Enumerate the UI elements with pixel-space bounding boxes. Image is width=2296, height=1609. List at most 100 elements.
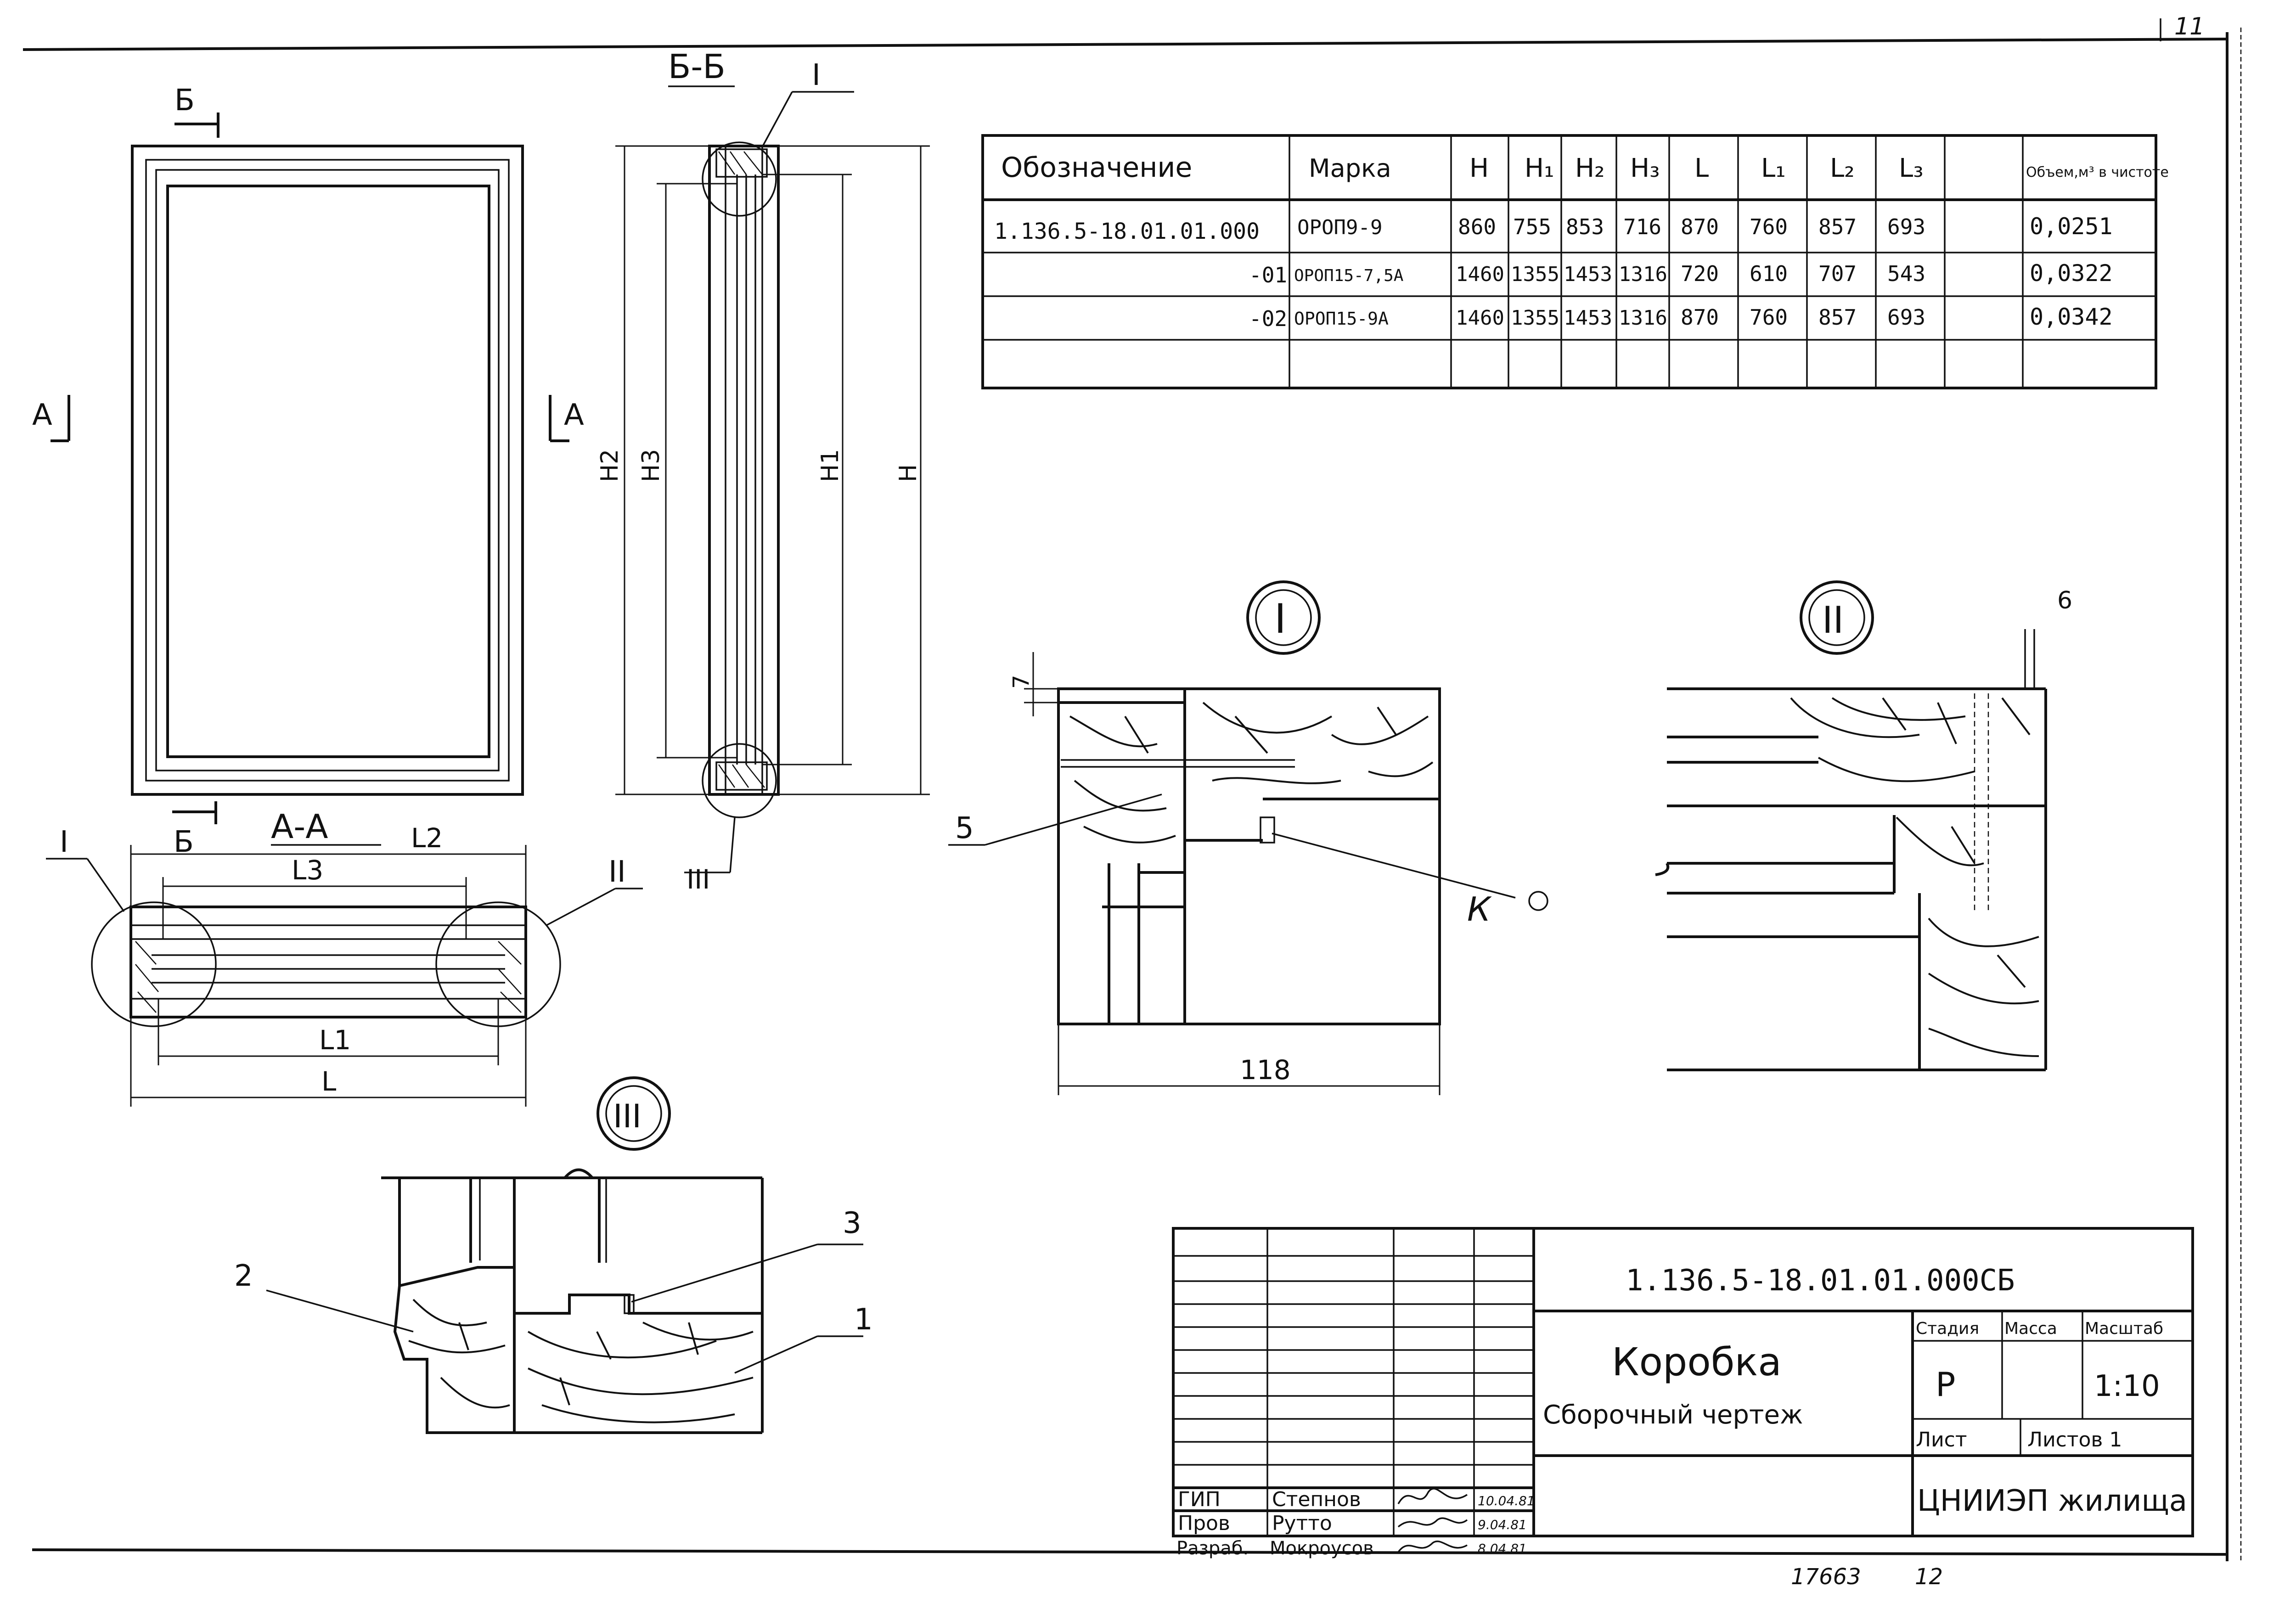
td-r1-l3: 693	[1887, 214, 1925, 239]
dim-h1-label: H1	[816, 449, 844, 482]
section-bb: Б-Б I III H2 H3 H1	[596, 47, 930, 895]
dim-l-label: L	[321, 1066, 336, 1097]
dim-7-label: 7	[1008, 675, 1034, 689]
stage-value: Р	[1936, 1365, 1955, 1404]
role-razrab: Разраб.	[1176, 1538, 1249, 1559]
sheet-label: Лист	[1916, 1428, 1967, 1451]
td-r1-h: 860	[1458, 214, 1496, 239]
th-h1: H₁	[1525, 153, 1554, 183]
frame-bottom	[32, 1548, 2228, 1556]
title-block: ГИП Степнов 10.04.81 Пров Рутто 9.04.81 …	[1172, 1227, 2194, 1559]
dim-l1-label: L1	[319, 1024, 351, 1056]
td-r3-volume: 0,0342	[2030, 304, 2113, 330]
role-prov: Пров	[1178, 1512, 1230, 1535]
dim-6-label: 6	[2057, 587, 2072, 614]
callout-k: К	[1467, 890, 1492, 928]
dim-h2-label: H2	[596, 449, 624, 482]
name-prov: Рутто	[1272, 1512, 1332, 1535]
callout-3: 3	[843, 1206, 861, 1240]
td-r2-l3: 543	[1887, 261, 1925, 286]
td-r2-l: 720	[1681, 261, 1719, 286]
th-h2: H₂	[1575, 153, 1605, 183]
td-r1-h1: 755	[1513, 214, 1551, 239]
td-r3-h3: 1316	[1619, 306, 1667, 330]
td-r1-designation: 1.136.5-18.01.01.000	[994, 219, 1260, 244]
detail-iii: III 2 3 1	[234, 1076, 873, 1434]
dim-h3-label: H3	[637, 449, 665, 482]
detail-i: I 118 7 5 К	[948, 580, 1548, 1095]
organization: ЦНИИЭП жилища	[1917, 1484, 2187, 1518]
th-designation: Обозначение	[1001, 152, 1192, 184]
sheets-label: Листов 1	[2027, 1428, 2122, 1451]
td-r3-l2: 857	[1818, 305, 1857, 330]
th-l3: L₃	[1899, 153, 1924, 183]
date-prov: 9.04.81	[1478, 1517, 1527, 1532]
th-l1: L₁	[1761, 153, 1786, 183]
callout-2: 2	[234, 1259, 253, 1293]
signature-gip	[1397, 1488, 1468, 1504]
front-view: Б Б А А	[32, 84, 584, 859]
detail-i-badge-label: I	[1274, 595, 1286, 642]
signature-prov	[1397, 1517, 1468, 1528]
callout-k-marker	[1528, 891, 1548, 911]
dim-118-label: 118	[1240, 1054, 1291, 1086]
td-r2-l1: 610	[1750, 261, 1788, 286]
callout-i-bb: I	[812, 58, 821, 92]
callout-ii-aa: II	[608, 855, 626, 889]
detail-circle-i	[702, 141, 777, 217]
corner-number: 11	[2174, 13, 2205, 40]
td-r3-l1: 760	[1750, 305, 1788, 330]
date-gip: 10.04.81	[1478, 1493, 1535, 1508]
frame-opening	[166, 185, 490, 758]
frame-outer	[131, 145, 524, 796]
dim-l2-label: L2	[411, 822, 443, 854]
detail-iii-badge-label: III	[613, 1097, 642, 1135]
detail-ii-badge	[1800, 580, 1874, 655]
callout-i-aa: I	[60, 825, 68, 859]
td-r2-mark: ОРОП15-7,5А	[1294, 266, 1404, 285]
td-r2-h: 1460	[1456, 263, 1504, 286]
label-a-right: А	[564, 398, 584, 432]
td-r1-l1: 760	[1750, 214, 1788, 239]
bottom-right-number: 12	[1915, 1564, 1943, 1590]
section-bb-profile	[708, 145, 780, 796]
td-r2-h1: 1355	[1511, 263, 1559, 286]
drawing-subtitle: Сборочный чертеж	[1543, 1400, 1803, 1430]
td-r3-mark: ОРОП15-9А	[1294, 309, 1389, 329]
spec-table: Обозначение Марка H H₁ H₂ H₃ L L₁ L₂ L₃ …	[981, 134, 2169, 389]
td-r3-l3: 693	[1887, 305, 1925, 330]
th-mark: Марка	[1309, 154, 1391, 183]
detail-circle-i-aa	[91, 901, 217, 1027]
role-gip: ГИП	[1178, 1488, 1221, 1511]
td-r2-l2: 707	[1818, 261, 1857, 286]
detail-i-outline	[1057, 687, 1441, 1025]
frame-top	[23, 38, 2228, 51]
td-r1-l2: 857	[1818, 214, 1857, 239]
mass-label: Масса	[2004, 1319, 2057, 1338]
td-r2-h2: 1453	[1564, 263, 1612, 286]
scale-label: Масштаб	[2085, 1319, 2163, 1338]
label-a-left: А	[32, 398, 52, 432]
td-r3-h1: 1355	[1511, 306, 1559, 330]
dim-h-label: H	[895, 464, 922, 482]
th-l: L	[1694, 153, 1709, 183]
td-r3-l: 870	[1681, 305, 1719, 330]
td-r3-h: 1460	[1456, 306, 1504, 330]
td-r2-designation: -01	[1249, 263, 1287, 287]
name-gip: Степнов	[1272, 1488, 1361, 1511]
section-aa: А-А I II L2 L3 L1 L	[46, 807, 643, 1107]
callout-5: 5	[955, 811, 974, 845]
doc-code: 1.136.5-18.01.01.000СБ	[1626, 1264, 2015, 1298]
callout-iii-bb: III	[687, 864, 710, 895]
bottom-left-number: 17663	[1791, 1564, 1861, 1590]
td-r3-h2: 1453	[1564, 306, 1612, 330]
detail-ii-badge-label: II	[1822, 599, 1844, 641]
section-aa-title: А-А	[271, 807, 328, 846]
stage-label: Стадия	[1916, 1319, 1979, 1338]
drawing-title: Коробка	[1612, 1339, 1782, 1384]
th-l2: L₂	[1830, 153, 1855, 183]
frame-line-2	[145, 159, 510, 782]
td-r1-volume: 0,0251	[2030, 213, 2113, 240]
scale-value: 1:10	[2094, 1369, 2160, 1403]
